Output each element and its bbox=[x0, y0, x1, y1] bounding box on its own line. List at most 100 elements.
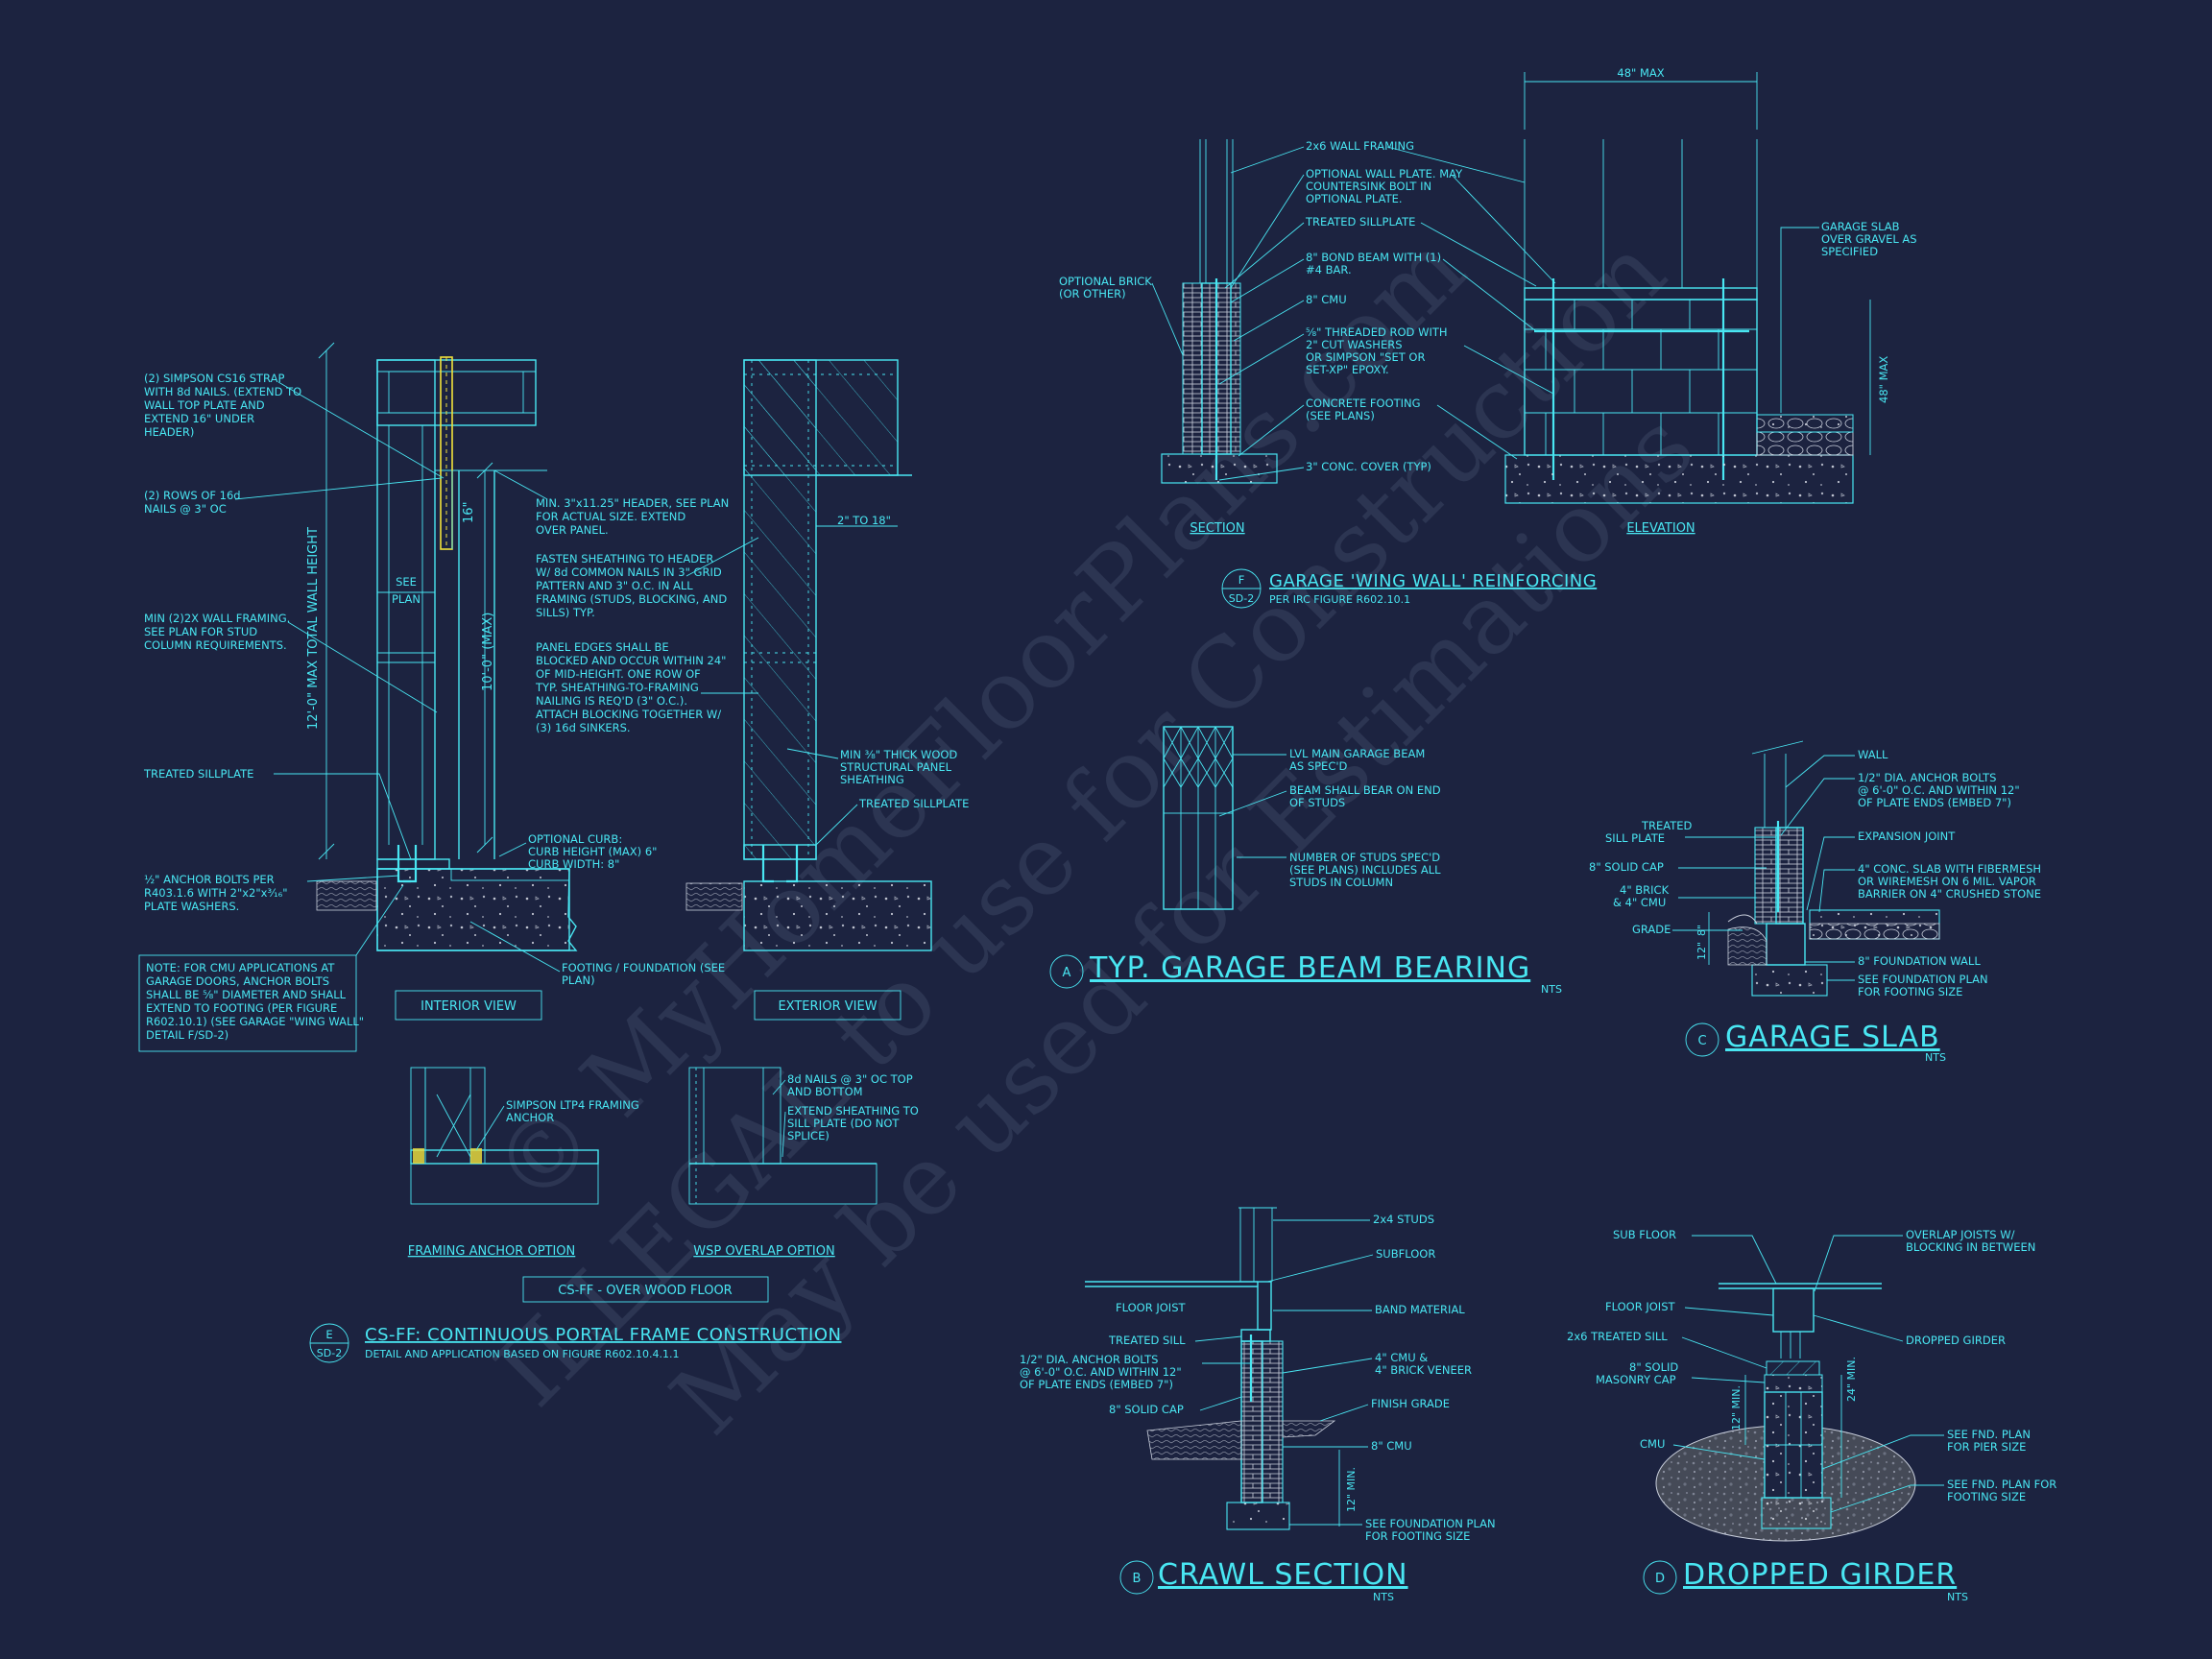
svg-text:OPTIONAL PLATE.: OPTIONAL PLATE. bbox=[1306, 192, 1403, 205]
note-cap-d: 8" SOLID bbox=[1629, 1360, 1678, 1374]
detail-b-title-text: CRAWL SECTION bbox=[1158, 1558, 1408, 1592]
detail-e-view-labels: INTERIOR VIEW EXTERIOR VIEW bbox=[395, 990, 902, 1021]
svg-text:FOOTING SIZE: FOOTING SIZE bbox=[1947, 1490, 2026, 1503]
note-wall-plate: OPTIONAL WALL PLATE. MAY bbox=[1306, 167, 1463, 180]
svg-text:AS SPEC'D: AS SPEC'D bbox=[1289, 759, 1348, 773]
svg-text:@ 6'-0" O.C. AND WITHIN 12": @ 6'-0" O.C. AND WITHIN 12" bbox=[1020, 1365, 1182, 1379]
detail-c-notes: WALL 1/2" DIA. ANCHOR BOLTS @ 6'-0" O.C.… bbox=[1589, 748, 2041, 1064]
note-sillplate: TREATED SILLPLATE bbox=[143, 767, 253, 781]
svg-text:NAILS @ 3" OC: NAILS @ 3" OC bbox=[144, 502, 227, 516]
svg-text:AND BOTTOM: AND BOTTOM bbox=[787, 1085, 863, 1098]
note-anchor-c: 1/2" DIA. ANCHOR BOLTS bbox=[1858, 771, 1996, 784]
section-label: SECTION bbox=[1190, 521, 1244, 536]
height-48-dim: 48" MAX bbox=[1877, 356, 1890, 403]
note-cmu: NOTE: FOR CMU APPLICATIONS AT bbox=[146, 961, 335, 974]
svg-text:F: F bbox=[1238, 573, 1245, 587]
exterior-view-label: EXTERIOR VIEW bbox=[778, 999, 877, 1014]
detail-c-scale: NTS bbox=[1925, 1051, 1946, 1064]
note-sheathing: MIN ⅜" THICK WOOD bbox=[840, 748, 957, 761]
note-dropped-girder: DROPPED GIRDER bbox=[1906, 1334, 2006, 1347]
svg-text:ANCHOR: ANCHOR bbox=[506, 1111, 554, 1124]
detail-f-title-text: GARAGE 'WING WALL' REINFORCING bbox=[1269, 571, 1597, 591]
svg-text:TYP. SHEATHING-TO-FRAMING: TYP. SHEATHING-TO-FRAMING bbox=[535, 681, 699, 694]
over-wood-floor-label: CS-FF - OVER WOOD FLOOR bbox=[558, 1284, 732, 1298]
twelve-min-dim: 12" MIN. bbox=[1730, 1385, 1743, 1431]
svg-text:BLOCKED AND OCCUR WITHIN 24": BLOCKED AND OCCUR WITHIN 24" bbox=[536, 654, 726, 667]
note-brick-c: 4" BRICK bbox=[1620, 883, 1670, 897]
svg-text:SET-XP" EPOXY.: SET-XP" EPOXY. bbox=[1306, 363, 1389, 376]
wall-height-dim: 10'-0" (MAX) bbox=[481, 613, 495, 691]
svg-text:(SEE PLANS) INCLUDES ALL: (SEE PLANS) INCLUDES ALL bbox=[1289, 863, 1441, 877]
svg-text:OR WIREMESH ON 6 MIL. VAPOR: OR WIREMESH ON 6 MIL. VAPOR bbox=[1858, 875, 2036, 888]
detail-b-scale: NTS bbox=[1373, 1591, 1394, 1603]
note-8d-nails: 8d NAILS @ 3" OC TOP bbox=[787, 1072, 913, 1086]
svg-text:OF PLATE ENDS (EMBED 7"): OF PLATE ENDS (EMBED 7") bbox=[1858, 796, 2011, 809]
detail-a-title-text: TYP. GARAGE BEAM BEARING bbox=[1089, 951, 1530, 985]
note-sillplate-2: TREATED SILLPLATE bbox=[858, 797, 969, 810]
svg-text:R403.1.6 WITH 2"x2"x³⁄₁₆": R403.1.6 WITH 2"x2"x³⁄₁₆" bbox=[144, 886, 288, 900]
svg-text:SD-2: SD-2 bbox=[317, 1347, 342, 1359]
svg-text:BLOCKING IN BETWEEN: BLOCKING IN BETWEEN bbox=[1906, 1240, 2035, 1254]
svg-text:HEADER): HEADER) bbox=[144, 425, 194, 439]
svg-text:C: C bbox=[1697, 1034, 1706, 1048]
note-cover: 3" CONC. COVER (TYP) bbox=[1306, 460, 1431, 473]
note-see-b: SEE FOUNDATION PLAN bbox=[1365, 1517, 1496, 1530]
elevation-label: ELEVATION bbox=[1626, 521, 1695, 536]
svg-text:MASONRY CAP: MASONRY CAP bbox=[1596, 1373, 1676, 1386]
svg-text:OF STUDS: OF STUDS bbox=[1289, 796, 1345, 809]
svg-text:STRUCTURAL PANEL: STRUCTURAL PANEL bbox=[840, 760, 952, 774]
note-2x4: 2x4 STUDS bbox=[1373, 1213, 1434, 1226]
detail-e-interior-view bbox=[316, 342, 578, 951]
note-fasten: FASTEN SHEATHING TO HEADER bbox=[536, 552, 713, 565]
foundation bbox=[376, 868, 570, 951]
svg-text:@ 6'-0" O.C. AND WITHIN 12": @ 6'-0" O.C. AND WITHIN 12" bbox=[1858, 783, 2020, 797]
svg-text:SHALL BE ⅝" DIAMETER AND SHALL: SHALL BE ⅝" DIAMETER AND SHALL bbox=[146, 988, 347, 1001]
note-extend: EXTEND SHEATHING TO bbox=[787, 1104, 919, 1118]
svg-text:SPLICE): SPLICE) bbox=[787, 1129, 830, 1142]
note-anchor: ½" ANCHOR BOLTS PER bbox=[144, 873, 275, 886]
note-joist-b: FLOOR JOIST bbox=[1116, 1301, 1186, 1314]
svg-text:PLATE WASHERS.: PLATE WASHERS. bbox=[144, 900, 239, 913]
note-cmu-b: 8" CMU bbox=[1371, 1439, 1412, 1453]
svg-text:SILLS) TYP.: SILLS) TYP. bbox=[536, 606, 595, 619]
sixteen-inch-dim: 16" bbox=[462, 501, 476, 523]
wsp-overlap-option: 8d NAILS @ 3" OC TOP AND BOTTOM EXTEND S… bbox=[688, 1067, 919, 1259]
note-header: MIN. 3"x11.25" HEADER, SEE PLAN bbox=[536, 496, 729, 510]
svg-text:2" CUT WASHERS: 2" CUT WASHERS bbox=[1306, 338, 1403, 351]
width-dim: 2" TO 18" bbox=[837, 514, 891, 527]
width-48-dim: 48" MAX bbox=[1617, 66, 1664, 80]
detail-f-section: SECTION bbox=[1161, 139, 1278, 536]
note-2x6: 2x6 WALL FRAMING bbox=[1306, 139, 1414, 153]
svg-text:4" BRICK VENEER: 4" BRICK VENEER bbox=[1375, 1363, 1472, 1377]
note-rod: ⅝" THREADED ROD WITH bbox=[1306, 325, 1448, 339]
note-footing-size: SEE FND. PLAN FOR bbox=[1947, 1478, 2056, 1491]
header-block bbox=[376, 359, 537, 426]
note-grade: GRADE bbox=[1632, 923, 1671, 936]
wall-studs bbox=[376, 359, 436, 860]
svg-text:A: A bbox=[1063, 966, 1071, 980]
interior-view-label: INTERIOR VIEW bbox=[421, 999, 517, 1014]
svg-text:(3) 16d SINKERS.: (3) 16d SINKERS. bbox=[536, 721, 631, 734]
note-treated-sill: TREATED SILLPLATE bbox=[1305, 215, 1415, 228]
note-overlap: OVERLAP JOISTS W/ bbox=[1906, 1228, 2015, 1241]
note-bear: BEAM SHALL BEAR ON END bbox=[1289, 783, 1441, 797]
svg-text:EXTEND 16" UNDER: EXTEND 16" UNDER bbox=[144, 412, 254, 425]
detail-e-subtitle: DETAIL AND APPLICATION BASED ON FIGURE R… bbox=[365, 1348, 679, 1360]
svg-text:OVER PANEL.: OVER PANEL. bbox=[536, 523, 609, 537]
svg-text:D: D bbox=[1655, 1572, 1665, 1586]
section-cmu bbox=[1182, 282, 1241, 455]
detail-b-notes: 2x4 STUDS SUBFLOOR FLOOR JOIST BAND MATE… bbox=[1020, 1213, 1496, 1603]
note-wall: WALL bbox=[1858, 748, 1888, 761]
note-see-c: SEE FOUNDATION PLAN bbox=[1858, 973, 1988, 986]
twelve-dim: 12" bbox=[1695, 942, 1708, 960]
detail-d-dropped-girder: 12" MIN. 24" MIN. bbox=[1655, 1283, 1916, 1542]
cmu-note-box bbox=[138, 954, 357, 1052]
framing-anchor-option: SIMPSON LTP4 FRAMING ANCHOR FRAMING ANCH… bbox=[408, 1067, 639, 1259]
twentyfour-min-dim: 24" MIN. bbox=[1845, 1357, 1858, 1402]
svg-text:EXTEND TO FOOTING (PER FIGURE: EXTEND TO FOOTING (PER FIGURE bbox=[146, 1001, 337, 1015]
detail-d-notes: SUB FLOOR OVERLAP JOISTS W/ BLOCKING IN … bbox=[1567, 1228, 2056, 1603]
svg-text:CURB WIDTH: 8": CURB WIDTH: 8" bbox=[528, 857, 619, 871]
svg-text:COLUMN REQUIREMENTS.: COLUMN REQUIREMENTS. bbox=[144, 638, 287, 652]
note-band: BAND MATERIAL bbox=[1375, 1303, 1465, 1316]
